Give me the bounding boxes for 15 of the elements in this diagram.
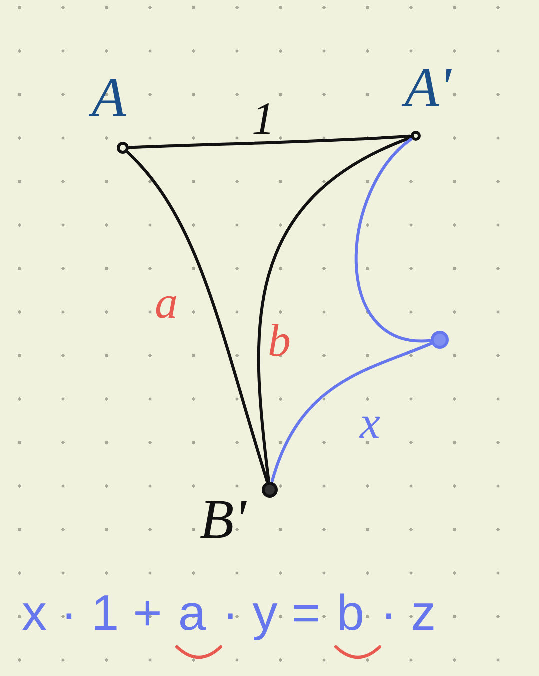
curve-line [354,138,432,342]
curve-line [128,134,412,150]
equation-text: · y = [222,585,321,641]
equation-text: a [178,585,206,641]
edge-label: a [155,280,178,326]
point-label: B' [200,492,246,548]
equation-text: b [336,585,365,641]
equation-text: x · 1 + [22,585,162,641]
curve-line [126,151,269,483]
curve-line [258,136,412,483]
equation-text: · z [380,585,436,641]
edge-label: x [360,400,380,446]
edge-label: b [268,318,291,364]
curve-line [270,342,432,483]
edge-label: 1 [252,96,275,142]
